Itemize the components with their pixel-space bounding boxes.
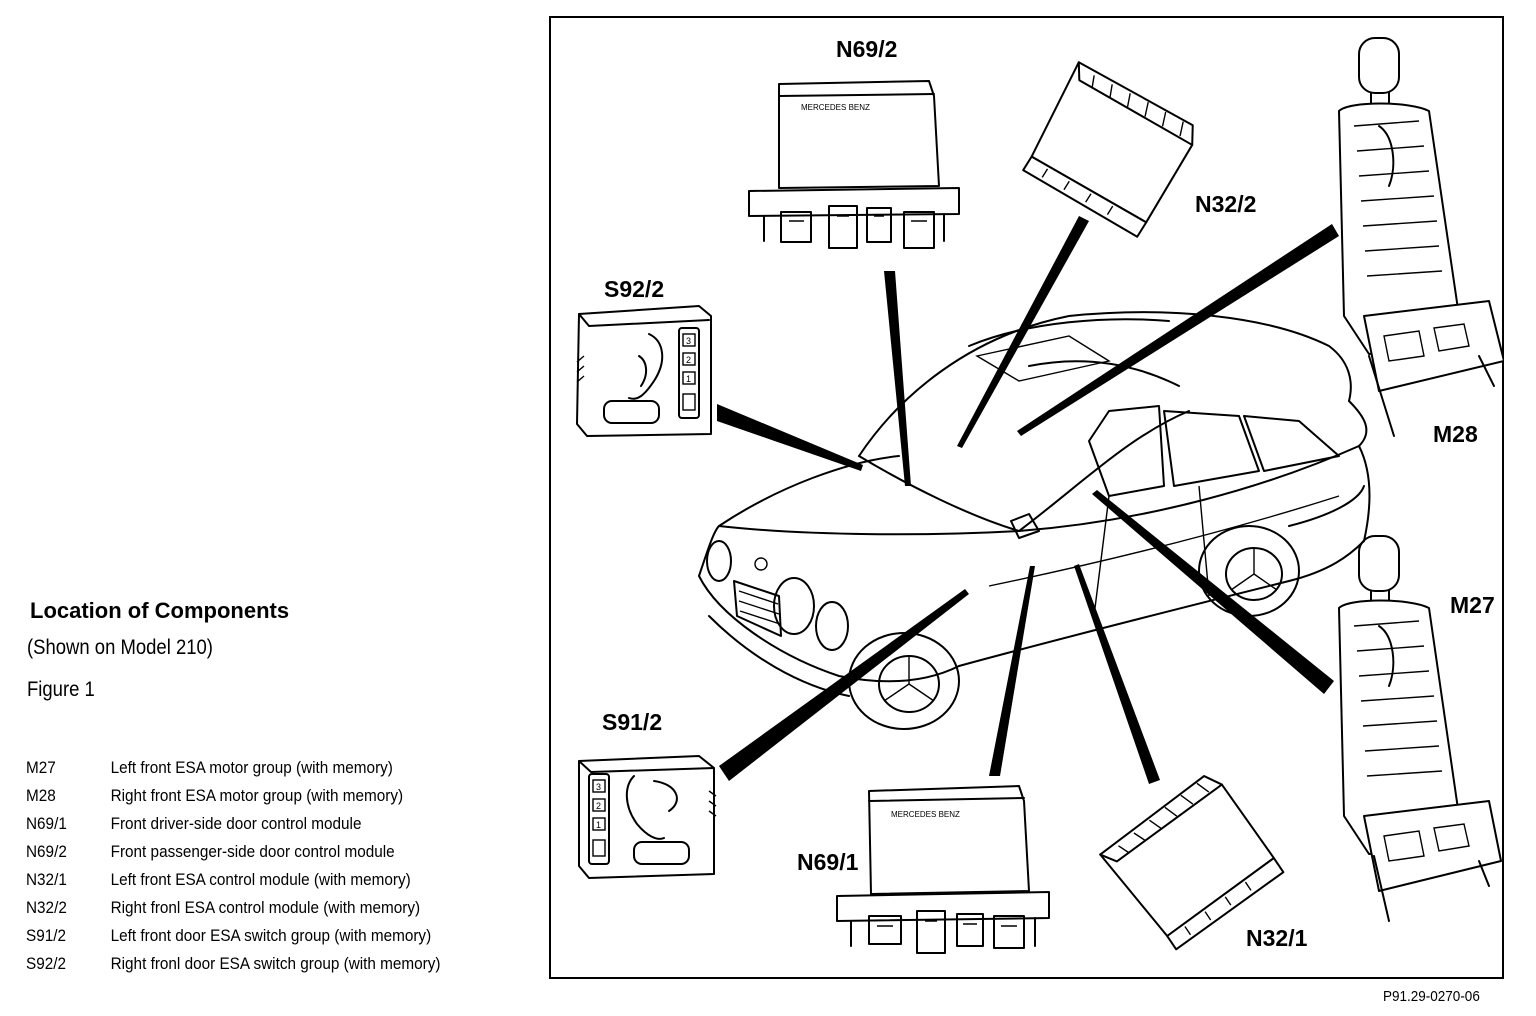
caption-title: Location of Components (30, 598, 290, 623)
n32-2-module (1022, 61, 1194, 238)
button-label: 1 (596, 820, 601, 830)
legend-text: Left front ESA control module (with memo… (110, 870, 411, 889)
legend-code: N32/2 (26, 898, 67, 917)
legend-code: S91/2 (26, 926, 66, 945)
legend-text: Left front ESA motor group (with memory) (110, 758, 393, 777)
button-label: 1 (686, 374, 691, 384)
pointer-n69-1 (989, 566, 1035, 776)
legend-code: N69/2 (26, 842, 67, 861)
component-legend: M27 Left front ESA motor group (with memo… (26, 758, 487, 982)
legend-row-m28: M28 Right front ESA motor group (with mem… (26, 786, 441, 814)
car-illustration (698, 311, 1371, 730)
pointer-n69-2 (884, 271, 911, 486)
button-label: 3 (686, 336, 691, 346)
legend-text: Right fronl ESA control module (with mem… (110, 898, 421, 917)
legend-code: M27 (26, 758, 56, 777)
pointer-n32-2 (957, 216, 1089, 448)
label-n69-2: N69/2 (836, 36, 897, 62)
legend-row-s92-2: S92/2 Right fronl door ESA switch group (… (26, 954, 441, 982)
legend-row-n32-2: N32/2 Right fronl ESA control module (wit… (26, 898, 441, 926)
n69-1-module: MERCEDES BENZ (836, 785, 1050, 954)
reference-code: P91.29-0270-06 (1383, 988, 1480, 1005)
n32-1-module (1099, 775, 1285, 951)
pointer-m27 (1092, 490, 1334, 694)
legend-row-m27: M27 Left front ESA motor group (with memo… (26, 758, 441, 786)
legend-code: M28 (26, 786, 56, 805)
legend-text: Front driver-side door control module (110, 814, 362, 833)
button-label: 2 (686, 355, 691, 365)
label-s92-2: S92/2 (604, 276, 664, 302)
module-brand: MERCEDES BENZ (891, 810, 960, 819)
label-n32-1: N32/1 (1246, 925, 1308, 951)
caption-subtitle: (Shown on Model 210) (27, 636, 213, 659)
legend-row-s91-2: S91/2 Left front door ESA switch group (w… (26, 926, 441, 954)
m27-seat (1338, 535, 1502, 922)
module-brand: MERCEDES BENZ (801, 103, 870, 112)
label-n69-1: N69/1 (797, 849, 859, 875)
m28-seat (1338, 37, 1504, 437)
legend-text: Right front ESA motor group (with memory… (110, 786, 404, 805)
label-m27: M27 (1450, 592, 1495, 618)
legend-row-n69-2: N69/2 Front passenger-side door control m… (26, 842, 441, 870)
s92-2-buttons: 3 2 1 (682, 333, 696, 411)
legend-code: S92/2 (26, 954, 66, 973)
legend-text: Left front door ESA switch group (with m… (110, 926, 432, 945)
figure-number: Figure 1 (27, 678, 95, 701)
pointer-n32-1 (1074, 564, 1160, 784)
s91-2-switch-group: 3 2 1 (578, 755, 717, 879)
label-n32-2: N32/2 (1195, 191, 1256, 217)
pointer-s92-2 (717, 404, 863, 471)
legend-row-n32-1: N32/1 Left front ESA control module (with… (26, 870, 441, 898)
label-m28: M28 (1433, 421, 1478, 447)
button-label: 3 (596, 782, 601, 792)
label-s91-2: S91/2 (602, 709, 662, 735)
button-label: 2 (596, 801, 601, 811)
pointer-lines (717, 216, 1339, 784)
figure-frame (549, 16, 1504, 979)
s92-2-switch-group: 3 2 1 (576, 305, 712, 437)
legend-text: Right fronl door ESA switch group (with … (110, 954, 441, 973)
n69-2-module: MERCEDES BENZ (748, 80, 960, 249)
legend-code: N69/1 (26, 814, 67, 833)
s91-2-buttons: 3 2 1 (592, 779, 606, 857)
pointer-s91-2 (719, 589, 969, 781)
pointer-m28 (1017, 224, 1339, 436)
legend-code: N32/1 (26, 870, 67, 889)
legend-text: Front passenger-side door control module (110, 842, 395, 861)
legend-row-n69-1: N69/1 Front driver-side door control modu… (26, 814, 441, 842)
component-location-diagram: MERCEDES BENZ N69/2 N32/2 3 2 1 (576, 36, 1504, 954)
